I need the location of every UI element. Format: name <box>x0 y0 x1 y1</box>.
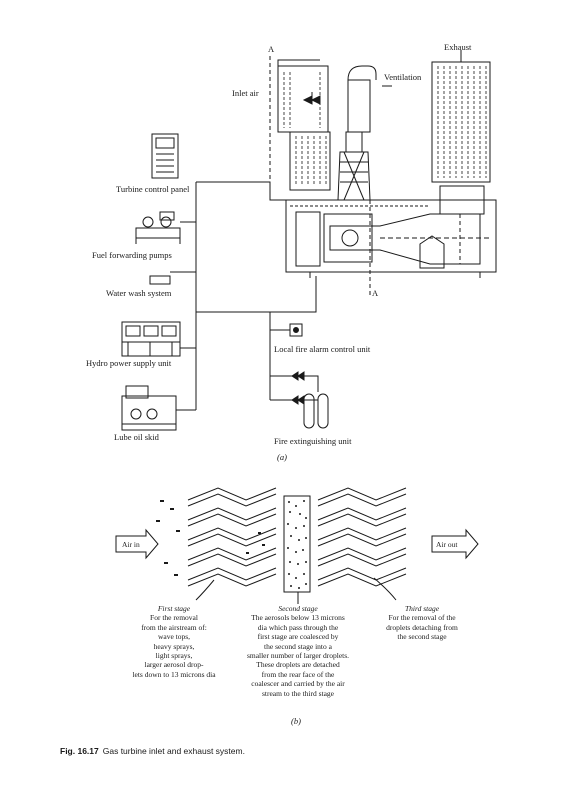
stage-line: lets down to 13 microns dia <box>132 669 216 679</box>
stage-line: the second stage into a <box>264 641 332 651</box>
figure-caption-text: Gas turbine inlet and exhaust system. <box>102 746 245 756</box>
first-stage-description: First stage For the removal from the air… <box>116 604 232 679</box>
hydro-power-supply-drawing <box>121 321 181 357</box>
service-piping <box>170 181 317 411</box>
water-wash-system-label: Water wash system <box>106 288 172 298</box>
ventilation-label: Ventilation <box>384 72 422 82</box>
stage-line: dia which pass through the <box>257 622 339 632</box>
lube-oil-skid-label: Lube oil skid <box>114 432 159 442</box>
stage-line: These droplets are detached <box>256 660 340 670</box>
stage-line: heavy sprays, <box>153 641 195 651</box>
lube-oil-skid-drawing <box>121 385 177 431</box>
stage-line: from the rear face of the <box>261 669 335 679</box>
stage-title: Second stage <box>278 604 318 613</box>
stage-line: coalescer and carried by the air <box>251 679 345 689</box>
droplets <box>156 500 265 576</box>
exhaust-label: Exhaust <box>444 42 472 52</box>
second-stage-coalescer <box>283 495 311 604</box>
fire-extinguishing-label: Fire extinguishing unit <box>274 436 352 446</box>
fuel-forwarding-pumps-label: Fuel forwarding pumps <box>92 250 172 260</box>
second-stage-description: Second stage The aerosols below 13 micro… <box>228 604 368 698</box>
part-a-sublabel: (a) <box>277 452 287 462</box>
stage-line: light sprays, <box>155 651 193 661</box>
third-stage-vanes <box>317 487 407 601</box>
stage-line: The aerosols below 13 microns <box>251 613 345 623</box>
stage-line: For the removal <box>150 613 198 623</box>
air-out-arrow <box>431 528 479 560</box>
section-marker-bottom: A <box>372 288 379 298</box>
stage-title: First stage <box>157 604 191 613</box>
exhaust-stack <box>431 50 491 183</box>
air-out-label: Air out <box>436 540 458 549</box>
stage-line: stream to the third stage <box>261 688 335 698</box>
stage-line: smaller number of larger droplets. <box>246 651 350 661</box>
fire-alarm-unit-drawing <box>289 323 303 337</box>
stage-line: droplets detaching from <box>386 622 458 632</box>
stage-line: the second stage <box>397 632 447 642</box>
local-fire-alarm-label: Local fire alarm control unit <box>274 344 371 354</box>
stage-line: larger aerosol drop- <box>144 660 204 670</box>
inlet-filter-house <box>269 56 331 200</box>
water-wash-system-drawing <box>149 275 171 285</box>
air-in-arrow <box>115 528 159 560</box>
inlet-air-label: Inlet air <box>232 88 259 98</box>
turbine-enclosure <box>285 185 497 296</box>
stage-title: Third stage <box>404 604 440 613</box>
turbine-control-panel-label: Turbine control panel <box>116 184 190 194</box>
separator-diagram <box>115 487 479 604</box>
fire-extinguishing-drawing <box>291 371 329 429</box>
hydro-power-supply-unit-label: Hydro power supply unit <box>86 358 172 368</box>
ventilation-tower <box>337 131 371 201</box>
stage-line: wave tops, <box>157 632 191 642</box>
fuel-forwarding-pumps-drawing <box>135 211 181 244</box>
stage-line: from the airstream of: <box>141 622 207 632</box>
stage-line: For the removal of the <box>388 613 456 623</box>
turbine-control-panel-drawing <box>151 133 179 179</box>
air-in-label: Air in <box>122 540 140 549</box>
section-marker-top: A <box>268 44 275 54</box>
stage-line: first stage are coalesced by <box>257 632 339 642</box>
third-stage-description: Third stage For the removal of the dropl… <box>364 604 480 642</box>
part-b-sublabel: (b) <box>291 716 301 726</box>
figure-number: Fig. 16.17 <box>60 746 99 756</box>
